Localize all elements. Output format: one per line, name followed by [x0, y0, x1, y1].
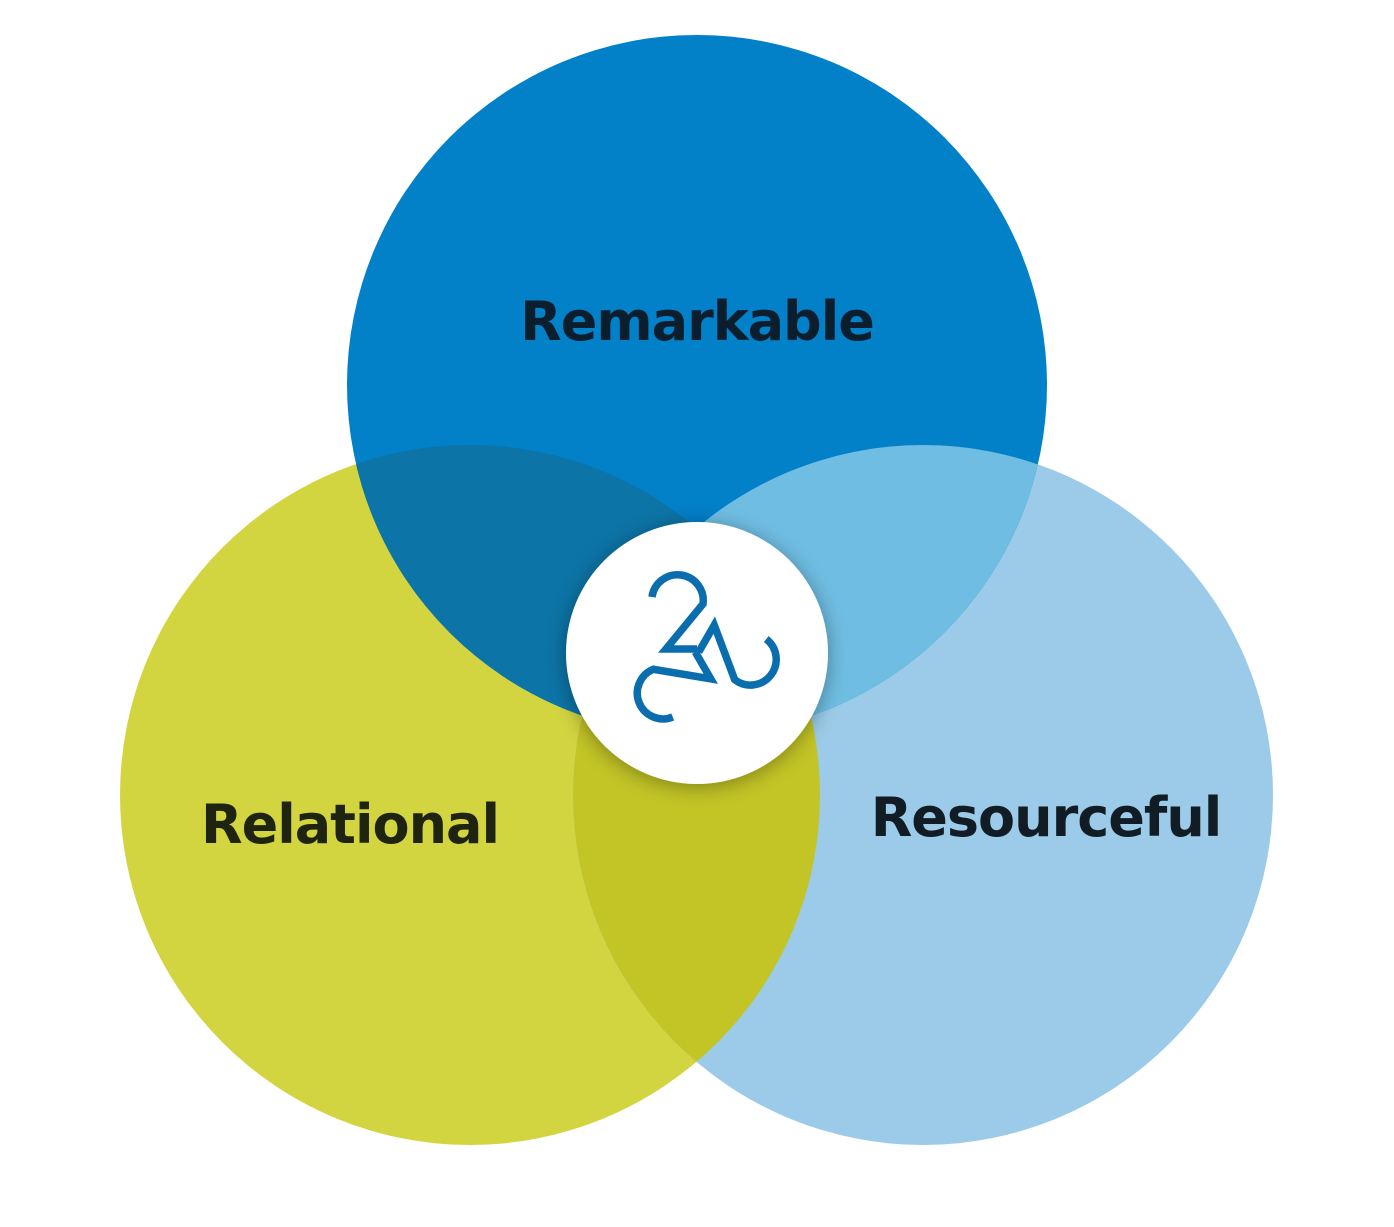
label-remarkable: Remarkable — [520, 290, 874, 353]
label-resourceful: Resourceful — [871, 786, 1222, 849]
label-relational: Relational — [201, 793, 499, 856]
triple-two-logo-icon — [633, 571, 780, 723]
